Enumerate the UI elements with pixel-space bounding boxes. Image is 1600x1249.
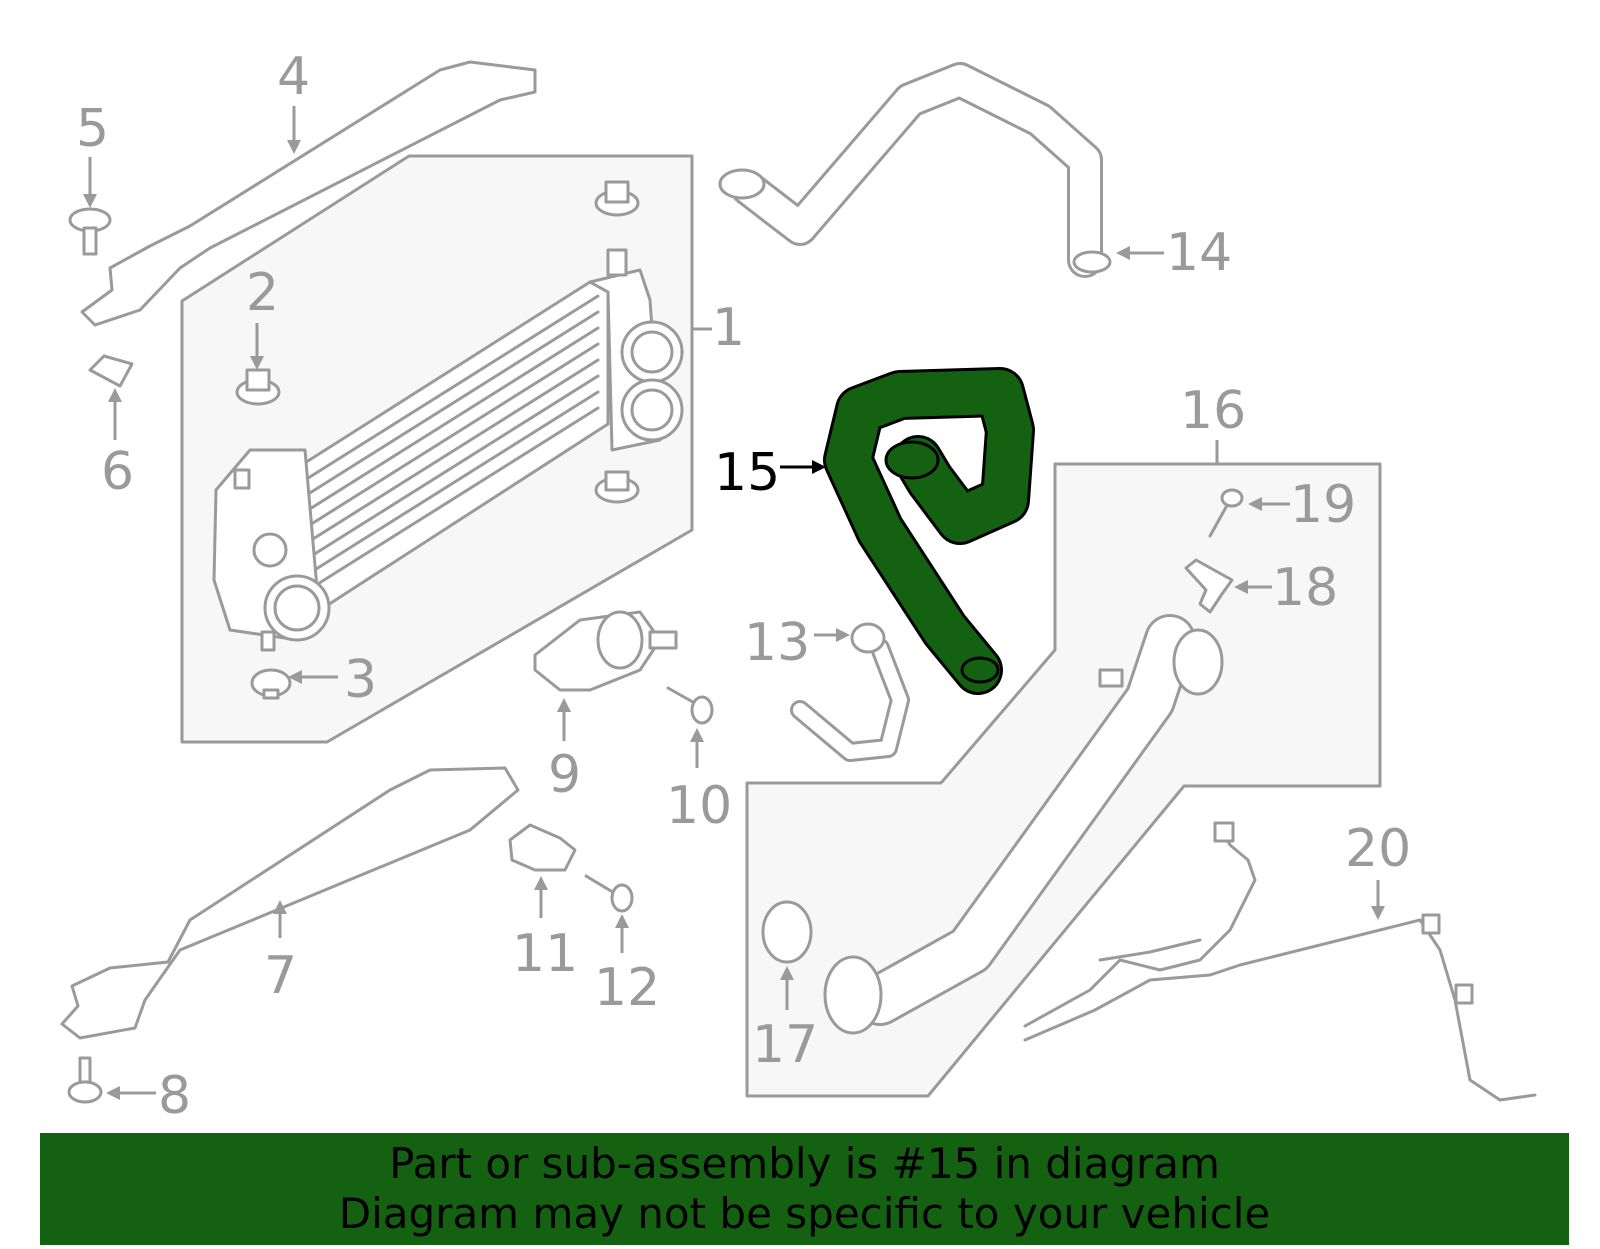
bolt-part-5[interactable] (68, 207, 112, 256)
callout-12: 12 (594, 958, 660, 1018)
air-tube-part-14[interactable] (718, 62, 1112, 278)
lower-bracket-part-7[interactable] (60, 766, 520, 1040)
grommet-part-right-top[interactable] (594, 180, 640, 217)
bolt-part-12[interactable] (584, 874, 634, 913)
callout-7: 7 (264, 946, 297, 1006)
callout-10: 10 (666, 776, 732, 836)
upper-bracket-part-4[interactable] (80, 60, 537, 327)
callout-11: 11 (512, 924, 578, 984)
callout-8: 8 (158, 1066, 191, 1126)
banner-line-2: Diagram may not be specific to your vehi… (338, 1189, 1271, 1238)
callout-9: 9 (548, 745, 581, 805)
leader-lines (83, 106, 1385, 1100)
callout-13: 13 (744, 613, 810, 673)
callout-2: 2 (246, 263, 279, 323)
bolt-part-19[interactable] (1208, 488, 1244, 538)
notice-banner: Part or sub-assembly is #15 in diagram D… (40, 1133, 1569, 1245)
grommet-part-2[interactable] (235, 368, 281, 406)
callout-6: 6 (101, 442, 134, 502)
clip-part-6[interactable] (88, 354, 134, 388)
bolt-part-10[interactable] (666, 686, 714, 725)
callout-3: 3 (344, 650, 377, 710)
callout-19: 19 (1290, 475, 1356, 535)
harness-part-20[interactable] (1023, 821, 1537, 1102)
banner-line-1: Part or sub-assembly is #15 in diagram (389, 1139, 1220, 1188)
sensor-part-11[interactable] (508, 823, 577, 872)
hose-part-15[interactable] (823, 367, 1035, 695)
callout-20: 20 (1345, 819, 1411, 879)
grommet-part-3[interactable] (250, 668, 292, 700)
callout-18: 18 (1272, 558, 1338, 618)
callout-17: 17 (752, 1015, 818, 1075)
callout-16: 16 (1180, 381, 1246, 441)
callout-14: 14 (1166, 223, 1232, 283)
callout-5: 5 (76, 99, 109, 159)
clip-part-18[interactable] (1184, 558, 1234, 614)
tube-part-16[interactable] (823, 614, 1224, 1035)
callout-15: 15 (714, 443, 780, 503)
hose-part-13[interactable] (790, 622, 910, 762)
o-ring-part-17[interactable] (761, 900, 813, 964)
valve-part-9[interactable] (533, 610, 678, 692)
intercooler-part[interactable] (212, 248, 684, 652)
grommet-part-right-bottom[interactable] (594, 470, 640, 504)
callout-4: 4 (277, 47, 310, 107)
callout-1: 1 (712, 298, 745, 358)
bolt-part-8[interactable] (67, 1056, 103, 1104)
